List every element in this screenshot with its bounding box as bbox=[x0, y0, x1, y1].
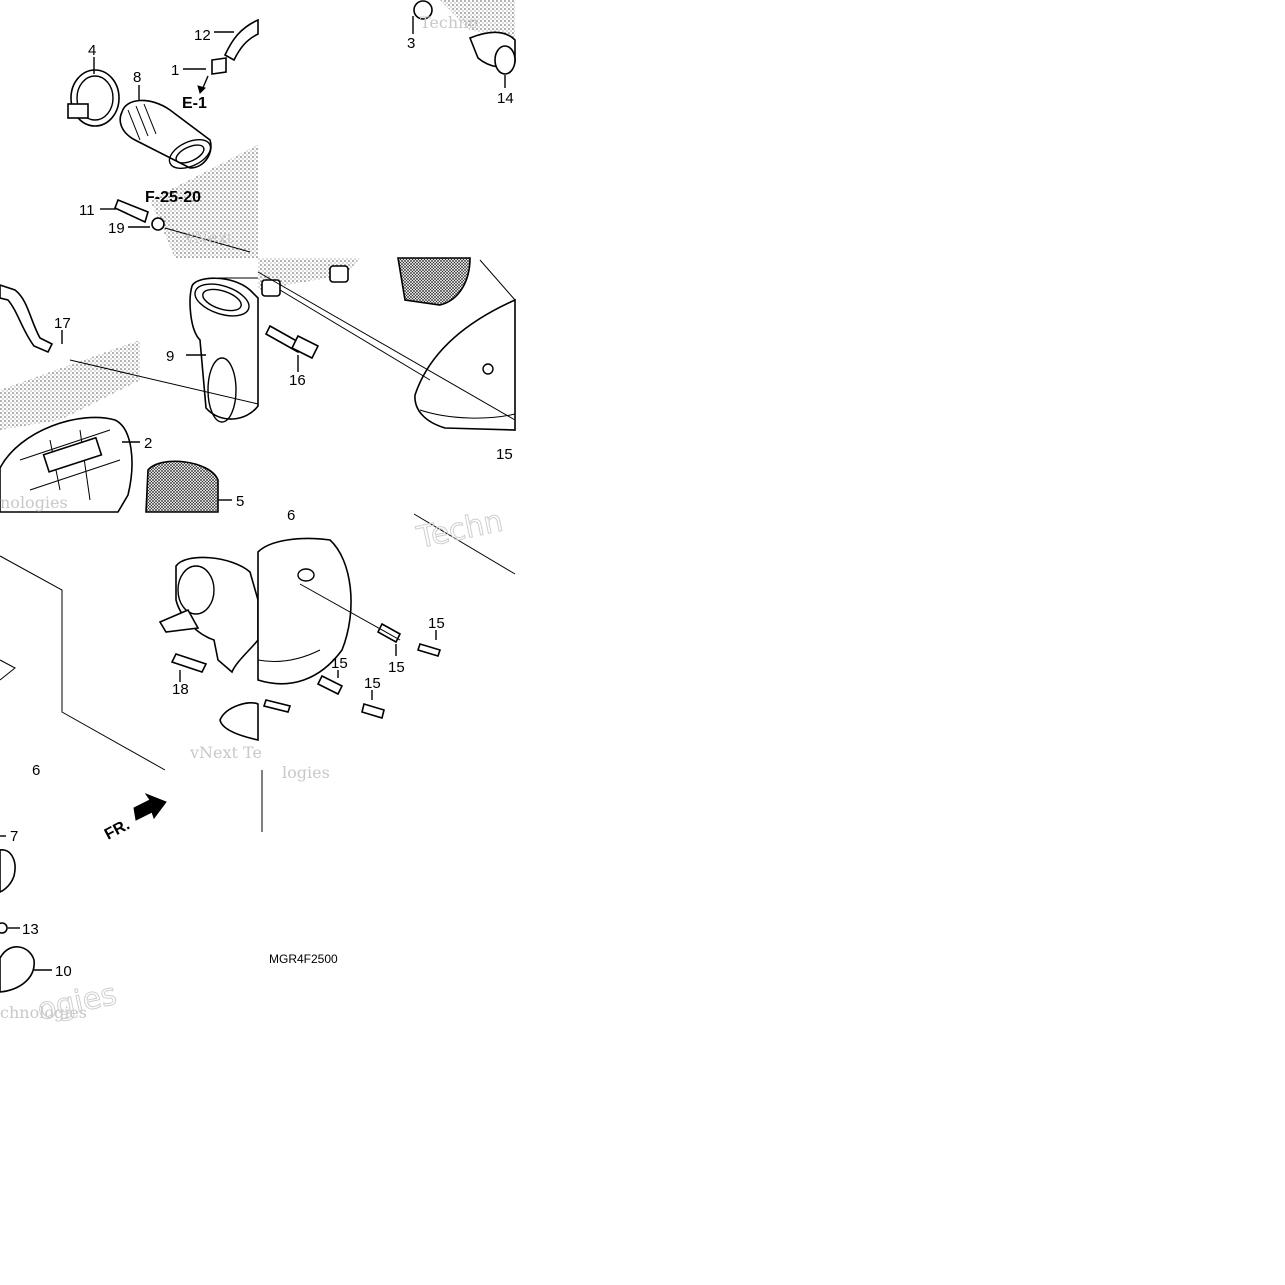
front-arrow bbox=[133, 792, 167, 821]
callout-15-top: 15 bbox=[496, 446, 513, 463]
seal-10 bbox=[0, 946, 35, 993]
seal-7 bbox=[0, 849, 16, 893]
callout-1: 1 bbox=[171, 62, 179, 79]
collar-left bbox=[261, 279, 281, 297]
screw-15c bbox=[316, 674, 344, 696]
callout-8: 8 bbox=[133, 69, 141, 86]
tile-top-right: Techno bbox=[412, 0, 516, 88]
callout-6: 6 bbox=[32, 762, 40, 779]
watermark-tile1: vNext bbox=[184, 228, 234, 247]
watermark-tile5b: ogies bbox=[34, 977, 119, 1028]
front-marker: FR. bbox=[102, 816, 133, 843]
callout-15-d: 15 bbox=[364, 675, 381, 692]
callout-2: 2 bbox=[144, 435, 152, 452]
screw-15a bbox=[376, 622, 402, 644]
watermark-tile2: Techno bbox=[420, 13, 478, 32]
watermark-tile6c: Techn bbox=[413, 504, 506, 556]
tube-17 bbox=[0, 284, 54, 354]
clip-19 bbox=[151, 217, 165, 231]
callout-13: 13 bbox=[22, 921, 39, 938]
tile-middle-left: nologies bbox=[0, 277, 259, 513]
watermark-tile6: vNext Te bbox=[189, 743, 262, 762]
callout-15-a: 15 bbox=[428, 615, 445, 632]
tile-bottom-left: chnologies ogies bbox=[0, 555, 167, 1028]
tile-top-left: vNext bbox=[67, 18, 259, 258]
callout-6-top: 6 bbox=[287, 507, 295, 524]
screw-15d bbox=[361, 702, 385, 720]
callout-16: 16 bbox=[289, 372, 306, 389]
tile-bottom-middle: vNext Te logies Techn bbox=[158, 503, 516, 832]
callout-4: 4 bbox=[88, 42, 96, 59]
tile-middle-right bbox=[257, 257, 516, 431]
watermark-tile6b: logies bbox=[282, 763, 330, 782]
frame-shading-2 bbox=[440, 0, 515, 40]
drawing-code: MGR4F2500 bbox=[269, 952, 338, 966]
seal-lower bbox=[219, 702, 259, 741]
tube-11 bbox=[113, 198, 149, 224]
callout-15-c: 15 bbox=[331, 655, 348, 672]
filter-element-5 bbox=[145, 460, 219, 513]
filter-top bbox=[397, 257, 471, 306]
screw-15b bbox=[416, 643, 442, 657]
callout-9: 9 bbox=[166, 348, 174, 365]
watermark-tile5: chnologies bbox=[0, 1003, 87, 1022]
intake-tab bbox=[158, 608, 200, 633]
hose-12 bbox=[223, 18, 259, 62]
reference-f2520: F-25-20 bbox=[145, 189, 201, 206]
collar-right bbox=[329, 265, 349, 283]
boot-8 bbox=[119, 99, 212, 169]
callout-12: 12 bbox=[194, 27, 211, 44]
callout-15-b: 15 bbox=[388, 659, 405, 676]
watermark-tile3: nologies bbox=[0, 493, 68, 512]
callout-14: 14 bbox=[497, 90, 514, 107]
grommet-3 bbox=[413, 0, 433, 20]
duct-9 bbox=[189, 277, 259, 420]
frame-shading bbox=[150, 145, 258, 258]
bolt-18 bbox=[170, 653, 208, 673]
reference-e1: E-1 bbox=[182, 95, 207, 112]
band-screw bbox=[67, 103, 89, 119]
callout-17: 17 bbox=[54, 315, 71, 332]
callout-19: 19 bbox=[108, 220, 125, 237]
housing-bracket bbox=[42, 436, 103, 473]
cover-panel bbox=[414, 298, 516, 431]
grommet-14 bbox=[494, 45, 516, 75]
callout-10: 10 bbox=[55, 963, 72, 980]
frame-shading-3 bbox=[0, 340, 140, 430]
screw-bottom bbox=[262, 699, 292, 713]
callout-18: 18 bbox=[172, 681, 189, 698]
callout-7: 7 bbox=[10, 828, 18, 845]
screw-13 bbox=[0, 922, 8, 934]
callout-11: 11 bbox=[79, 202, 95, 219]
callout-3: 3 bbox=[407, 35, 415, 52]
cover-6 bbox=[257, 537, 352, 685]
callout-5: 5 bbox=[236, 493, 244, 510]
clip-1 bbox=[211, 57, 227, 75]
callouts: 4 8 1 12 11 19 3 14 17 9 16 2 5 15 6 15 … bbox=[10, 27, 514, 980]
